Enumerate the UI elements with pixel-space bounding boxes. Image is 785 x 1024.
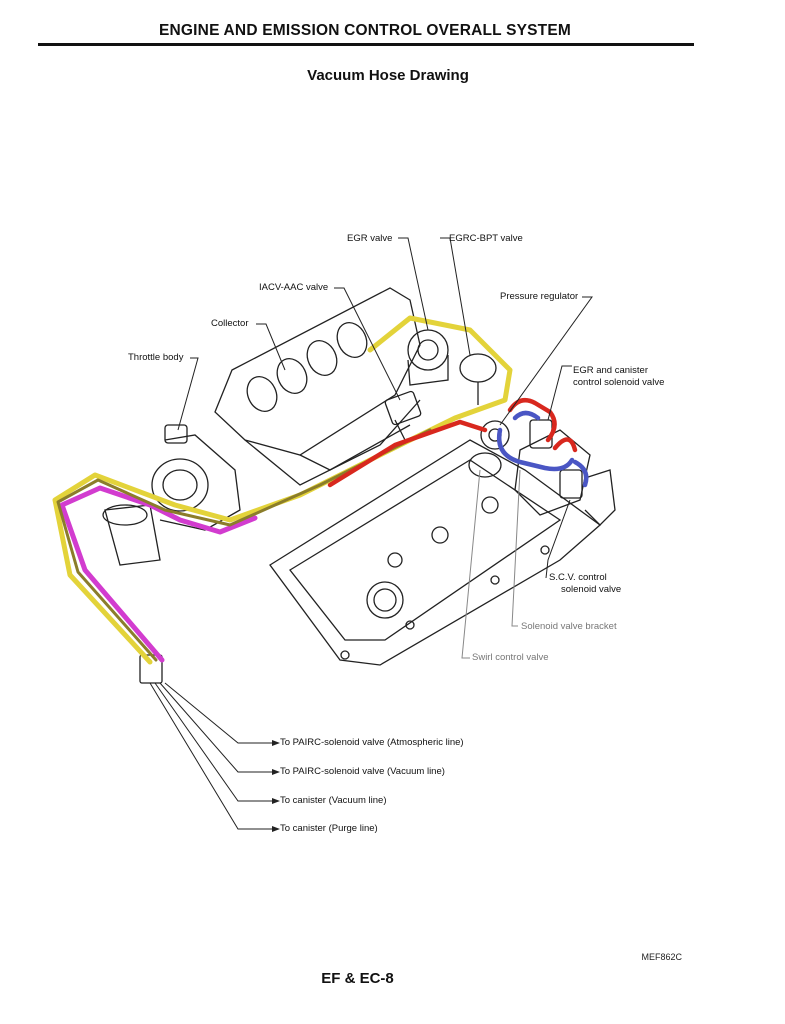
cover-boss-1: [431, 526, 449, 544]
egr-valve-body: [407, 329, 449, 371]
label-throttle-body: Throttle body: [128, 352, 184, 363]
page-number: EF & EC-8: [321, 970, 394, 987]
leader-dest-1: [164, 682, 272, 744]
egr-valve-cap: [417, 339, 439, 361]
label-collector: Collector: [211, 318, 249, 329]
solenoid-bracket-outline: [514, 429, 591, 516]
cover-bolt-4: [540, 545, 550, 555]
leader-throttle-body: [177, 357, 199, 431]
egr-valve-base: [407, 355, 449, 386]
collector-outline: [214, 287, 421, 456]
throttle-sensor: [164, 424, 188, 444]
label-egrc-bpt-valve: EGRC-BPT valve: [449, 233, 523, 244]
label-iacv-aac-valve: IACV-AAC valve: [259, 282, 329, 293]
air-duct: [104, 504, 161, 566]
leader-lines: [149, 237, 593, 830]
label-egr-valve: EGR valve: [347, 233, 393, 244]
throttle-body-outline: [151, 458, 209, 512]
throttle-bore: [162, 469, 198, 501]
oil-filler-cap-inner: [373, 588, 397, 612]
label-swirl-control-valve: Swirl control valve: [472, 652, 549, 663]
hose-blue: [496, 410, 589, 488]
leader-egr-valve: [398, 237, 429, 331]
vacuum-hoses: [52, 315, 589, 665]
rocker-cover-inner: [289, 459, 562, 641]
arrow-heads: [272, 740, 280, 832]
hose-olive: [56, 428, 432, 662]
leader-solenoid-bracket: [511, 469, 521, 627]
cover-boss-3: [387, 552, 403, 568]
cover-bolt-3: [490, 575, 500, 585]
hose-destination-3: To canister (Vacuum line): [280, 795, 387, 806]
arrow-dest-1: [272, 740, 280, 746]
iacv-aac-valve-body: [384, 390, 422, 426]
hose-destination-1: To PAIRC-solenoid valve (Atmospheric lin…: [280, 737, 464, 748]
manifold-ridge: [299, 424, 411, 471]
label-egr-canister-solenoid-2: control solenoid valve: [573, 377, 665, 388]
figure-code: MEF862C: [641, 952, 682, 962]
header-rule: [38, 43, 694, 46]
oil-filler-cap: [366, 581, 404, 619]
leader-swirl-control: [461, 469, 481, 659]
hose-magenta: [59, 485, 258, 663]
leader-scv: [545, 499, 571, 579]
collector-runner-3: [306, 339, 338, 377]
hose-destination-2: To PAIRC-solenoid valve (Vacuum line): [280, 766, 445, 777]
rocker-cover-outline: [269, 439, 602, 666]
manifold-lower: [244, 399, 421, 486]
leader-egrc-bpt: [440, 237, 471, 356]
scv-solenoid-connector: [584, 469, 616, 526]
hose-destination-4: To canister (Purge line): [280, 823, 378, 834]
leader-collector: [256, 323, 286, 371]
label-scv-solenoid-1: S.C.V. control: [549, 572, 607, 583]
swirl-control-actuator: [468, 452, 502, 478]
leader-dest-4: [149, 682, 272, 830]
cover-bolt-1: [340, 650, 350, 660]
arrow-dest-2: [272, 769, 280, 775]
label-solenoid-valve-bracket: Solenoid valve bracket: [521, 621, 617, 632]
label-pressure-regulator: Pressure regulator: [500, 291, 579, 302]
arrow-dest-4: [272, 826, 280, 832]
cover-boss-2: [481, 496, 499, 514]
hose-red: [327, 397, 578, 488]
diagram-title: Vacuum Hose Drawing: [307, 67, 469, 84]
pressure-regulator-body: [480, 420, 510, 450]
label-egr-canister-solenoid-1: EGR and canister: [573, 365, 648, 376]
egrc-bpt-valve-body: [459, 353, 497, 383]
leader-iacv-aac: [334, 287, 401, 401]
collector-runner-1: [246, 375, 278, 413]
collector-runner-2: [276, 357, 308, 395]
arrow-dest-3: [272, 798, 280, 804]
leader-pressure-regulator: [499, 296, 593, 426]
collector-runner-4: [336, 321, 368, 359]
leader-dest-2: [159, 682, 272, 773]
leader-egr-canister: [547, 365, 572, 421]
page-header-title: ENGINE AND EMISSION CONTROL OVERALL SYST…: [158, 22, 571, 39]
air-duct-end: [102, 504, 148, 526]
cover-bolt-2: [405, 620, 415, 630]
engine-drawing: [102, 287, 616, 684]
throttle-flange: [159, 434, 241, 531]
label-scv-solenoid-2: solenoid valve: [561, 584, 622, 595]
scv-solenoid: [559, 469, 583, 499]
leader-dest-3: [154, 682, 272, 802]
